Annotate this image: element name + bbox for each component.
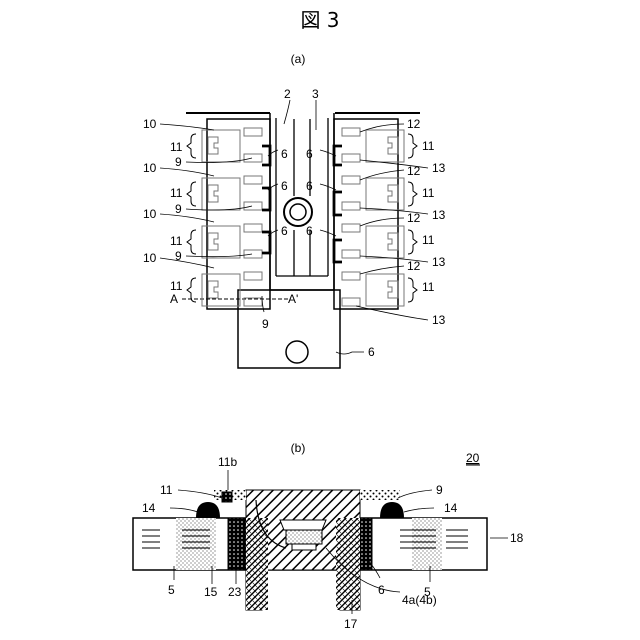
label-13: 13 bbox=[432, 255, 446, 269]
label-6: 6 bbox=[281, 224, 288, 238]
label-6: 6 bbox=[306, 147, 313, 161]
braces-11 bbox=[187, 134, 417, 302]
label-23: 23 bbox=[228, 585, 242, 599]
label-6: 6 bbox=[378, 583, 385, 597]
figure-title: 図 3 bbox=[300, 8, 339, 32]
label-11: 11 bbox=[422, 186, 435, 200]
part-b-caption: (b) bbox=[291, 441, 306, 455]
label-11: 11 bbox=[422, 139, 435, 153]
label-6: 6 bbox=[281, 179, 288, 193]
label-11b: 11b bbox=[218, 455, 237, 469]
label-11: 11 bbox=[170, 279, 183, 293]
part-b-ref-number: 20 bbox=[466, 451, 480, 465]
label-13: 13 bbox=[432, 208, 446, 222]
label-15: 15 bbox=[204, 585, 218, 599]
label-5: 5 bbox=[168, 583, 175, 597]
label-11: 11 bbox=[422, 280, 435, 294]
label-6: 6 bbox=[281, 147, 288, 161]
label-12: 12 bbox=[407, 164, 421, 178]
section-label-a: A bbox=[170, 292, 178, 306]
label-11: 11 bbox=[170, 186, 183, 200]
label-10: 10 bbox=[143, 161, 157, 175]
label-14: 14 bbox=[444, 501, 458, 515]
label-18: 18 bbox=[510, 531, 524, 545]
label-11: 11 bbox=[170, 234, 183, 248]
label-12: 12 bbox=[407, 117, 421, 131]
label-11: 11 bbox=[160, 483, 173, 497]
label-9: 9 bbox=[175, 155, 182, 169]
label-6: 6 bbox=[306, 179, 313, 193]
left-chip-groups bbox=[202, 128, 262, 306]
label-6: 6 bbox=[368, 345, 375, 359]
label-11: 11 bbox=[170, 140, 183, 154]
part-a-caption: (a) bbox=[291, 52, 306, 66]
label-9: 9 bbox=[436, 483, 443, 497]
label-9: 9 bbox=[175, 249, 182, 263]
label-10: 10 bbox=[143, 207, 157, 221]
label-13: 13 bbox=[432, 313, 446, 327]
label-6: 6 bbox=[306, 224, 313, 238]
right-chip-groups bbox=[342, 128, 404, 306]
label-2: 2 bbox=[284, 87, 291, 101]
label-3: 3 bbox=[312, 87, 319, 101]
section-label-a-prime: A' bbox=[288, 292, 298, 306]
label-13: 13 bbox=[432, 161, 446, 175]
label-12: 12 bbox=[407, 259, 421, 273]
label-10: 10 bbox=[143, 117, 157, 131]
label-10: 10 bbox=[143, 251, 157, 265]
label-12: 12 bbox=[407, 211, 421, 225]
label-11: 11 bbox=[422, 233, 435, 247]
bond-wires-6 bbox=[262, 146, 342, 262]
label-9: 9 bbox=[175, 202, 182, 216]
label-17: 17 bbox=[344, 617, 358, 631]
label-9: 9 bbox=[262, 317, 269, 331]
label-4a: 4a(4b) bbox=[402, 593, 437, 607]
label-14: 14 bbox=[142, 501, 156, 515]
